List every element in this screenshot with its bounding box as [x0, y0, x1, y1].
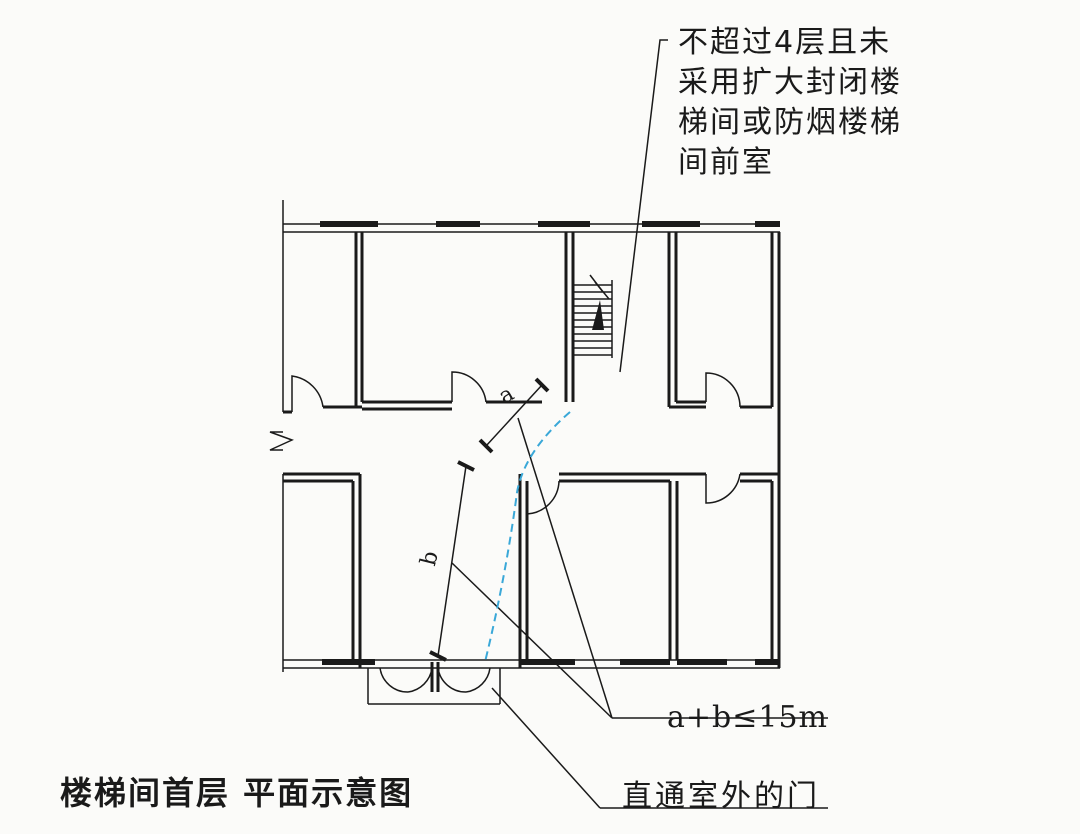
dimension-b: [429, 460, 475, 662]
entrance-vestibule: [367, 662, 501, 705]
room-upper-middle: [564, 232, 575, 402]
stair-note-line-1: 不超过4层且未: [678, 25, 892, 60]
break-symbol: [269, 431, 294, 451]
bottom-exterior-wall: [283, 659, 780, 669]
stair-note-line-2: 采用扩大封闭楼: [678, 65, 902, 100]
stair-note-line-3: 梯间或防烟楼梯: [678, 105, 902, 140]
diagram-caption: 楼梯间首层 平面示意图: [60, 774, 414, 812]
stair-note-line-4: 间前室: [678, 145, 774, 180]
room-lower-left: [283, 472, 362, 668]
room-upper-left: [323, 232, 542, 411]
room-lower-right: [518, 472, 781, 668]
door-swings: [291, 371, 741, 693]
stair-treads: [573, 274, 613, 358]
evacuation-path: [484, 411, 571, 663]
top-exterior-wall: [283, 221, 780, 233]
dimension-a: [478, 377, 550, 454]
distance-rule: a+b≤15m: [667, 700, 828, 735]
exit-door-label: 直通室外的门: [622, 779, 820, 814]
stair-arrow: [592, 300, 604, 330]
leader-lines: [451, 39, 828, 809]
room-upper-right: [667, 232, 781, 474]
